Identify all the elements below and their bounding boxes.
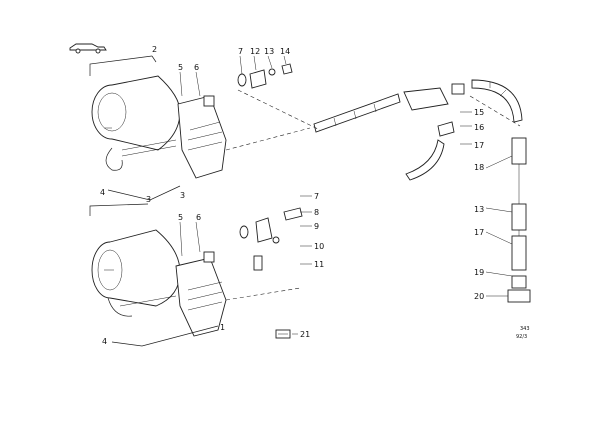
reference-number: 21	[300, 330, 310, 339]
callout-label: 5	[178, 63, 183, 72]
vacuum-hose-right	[471, 79, 523, 123]
callout-label: 7	[314, 192, 319, 201]
vertical-hose-assembly	[507, 137, 531, 303]
callout-labels: 2 5 6 7 12 13 14 15 16 17 18 4 3 3 5 6 7…	[100, 45, 484, 346]
callout-label: 2	[152, 45, 157, 54]
lower-brake-booster	[91, 229, 181, 317]
callout-label: 4	[102, 337, 107, 346]
callout-label: 7	[238, 47, 243, 56]
dashed-connections	[225, 89, 521, 301]
callout-label: 14	[280, 47, 290, 56]
callout-label: 13	[264, 47, 274, 56]
reference-marker: 21	[275, 329, 310, 339]
callout-label: 17	[474, 228, 484, 237]
callout-label: 8	[314, 208, 319, 217]
callout-label: 3	[146, 195, 151, 204]
callout-label: 11	[314, 260, 324, 269]
callout-label: 6	[194, 63, 199, 72]
callout-label: 18	[474, 163, 484, 172]
upper-brake-booster	[91, 75, 181, 171]
leader-lines	[89, 55, 513, 347]
vacuum-hose-upper	[313, 93, 401, 133]
callout-label: 4	[100, 188, 105, 197]
callout-label: 10	[314, 242, 324, 251]
callout-label: 15	[474, 108, 484, 117]
callout-label: 20	[474, 292, 484, 301]
callout-label: 13	[474, 205, 484, 214]
upper-fittings	[237, 63, 293, 89]
diagram-code-bottom: 92/3	[516, 334, 527, 340]
callout-label: 1	[220, 323, 225, 332]
callout-label: 6	[196, 213, 201, 222]
diagram-code-top: 343	[520, 326, 530, 332]
callout-label: 9	[314, 222, 319, 231]
lower-master-cylinder	[175, 251, 227, 337]
car-icon	[69, 43, 107, 54]
callout-label: 17	[474, 141, 484, 150]
check-valve	[403, 83, 465, 111]
callout-label: 19	[474, 268, 484, 277]
upper-master-cylinder	[177, 95, 227, 179]
vacuum-hose-lower	[405, 121, 455, 181]
callout-label: 16	[474, 123, 484, 132]
lower-fittings	[239, 207, 303, 271]
callout-label: 12	[250, 47, 260, 56]
callout-label: 3	[180, 191, 185, 200]
callout-label: 5	[178, 213, 183, 222]
